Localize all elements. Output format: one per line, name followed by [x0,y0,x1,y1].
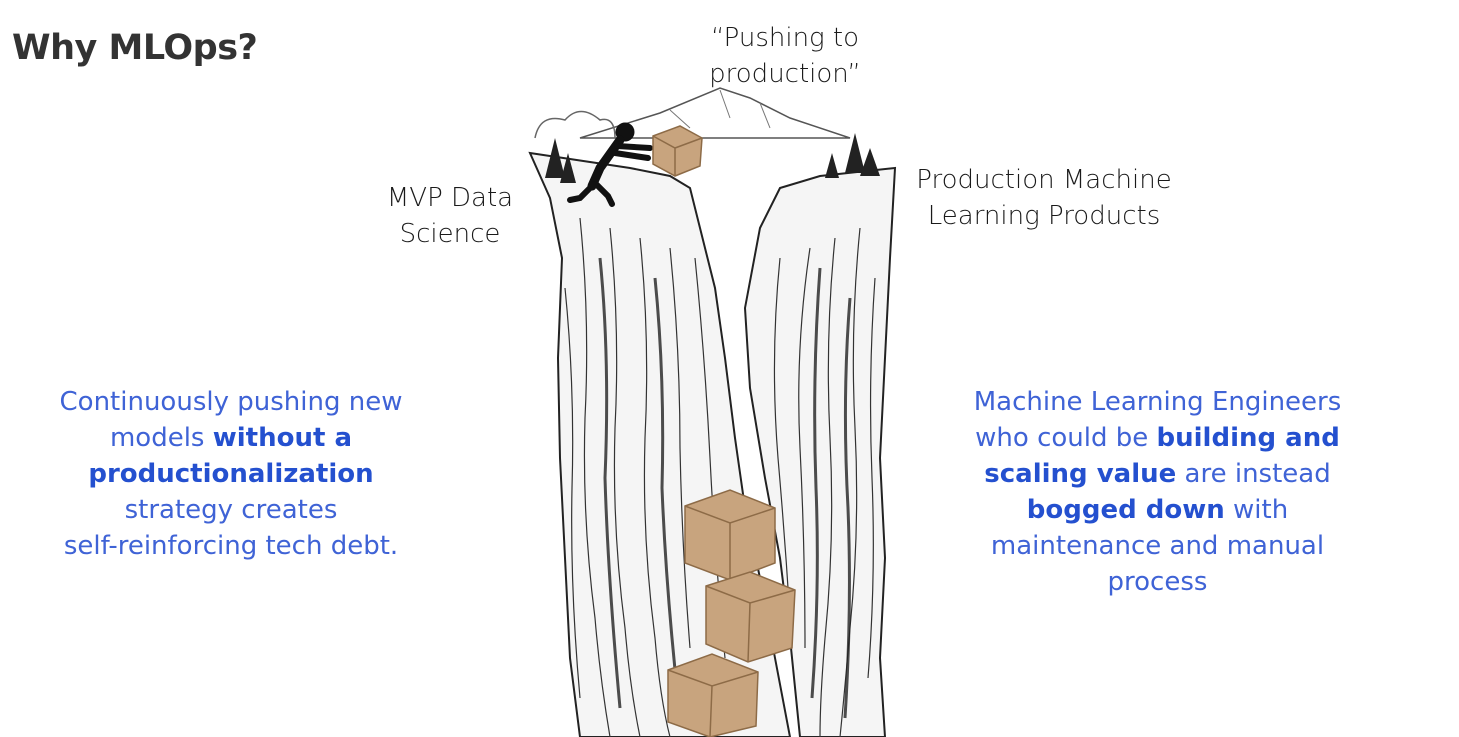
pushing-label: “Pushing to production” [709,23,861,89]
chasm-illustration [528,87,897,737]
box-falling-2 [705,571,796,663]
box-falling-1 [684,489,776,581]
production-label: Production Machine Learning Products [916,165,1172,231]
person-figure [567,122,653,207]
page-title: Why MLOps? [12,28,258,68]
mvp-label: MVP Data Science [386,183,514,249]
box-falling-3 [667,653,759,737]
right-callout: Machine Learning Engineers who could be … [973,387,1342,597]
left-callout: Continuously pushing new models without … [59,387,403,561]
box-top [652,125,703,177]
